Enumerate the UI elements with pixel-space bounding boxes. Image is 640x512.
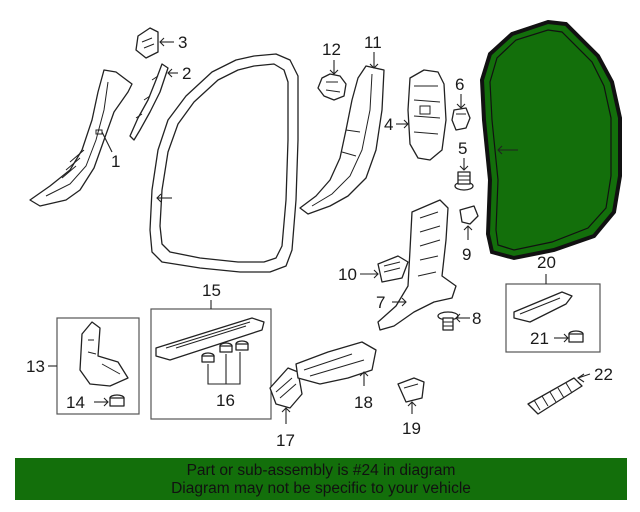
- part-13-group[interactable]: 13 14: [26, 317, 140, 415]
- part-11[interactable]: 11: [299, 33, 385, 215]
- part-8[interactable]: 8: [437, 309, 481, 331]
- part-12[interactable]: 12: [317, 40, 347, 101]
- callout-14: 14: [66, 393, 85, 412]
- callout-16: 16: [216, 391, 235, 410]
- callout-18: 18: [354, 393, 373, 412]
- callout-5: 5: [458, 139, 467, 158]
- callout-4: 4: [384, 115, 393, 134]
- callout-10: 10: [338, 265, 357, 284]
- callout-11: 11: [364, 33, 382, 52]
- callout-20: 20: [537, 253, 556, 272]
- part-24-highlighted[interactable]: [479, 19, 622, 261]
- part-7[interactable]: 7: [376, 199, 457, 331]
- banner-line-1: Part or sub-assembly is #24 in diagram: [186, 462, 456, 479]
- part-15-group[interactable]: 15 16: [150, 281, 272, 420]
- callout-6: 6: [455, 75, 464, 94]
- part-17[interactable]: 17: [269, 367, 303, 450]
- part-21[interactable]: 21: [530, 329, 584, 348]
- callout-17: 17: [276, 431, 295, 450]
- part-9[interactable]: 9: [459, 205, 479, 264]
- part-5[interactable]: 5: [454, 139, 474, 191]
- part-2[interactable]: 2: [129, 63, 191, 141]
- part-18[interactable]: 18: [295, 341, 377, 412]
- callout-3: 3: [178, 33, 187, 52]
- parts-diagram: 3 2 1 12 11: [26, 19, 622, 450]
- callout-13: 13: [26, 357, 45, 376]
- part-10[interactable]: 10: [338, 255, 409, 284]
- part-4[interactable]: 4: [384, 69, 447, 161]
- part-3[interactable]: 3: [135, 27, 187, 59]
- callout-8: 8: [472, 309, 481, 328]
- callout-15: 15: [202, 281, 221, 300]
- info-banner: Part or sub-assembly is #24 in diagram D…: [15, 458, 627, 500]
- part-16[interactable]: 16: [201, 340, 249, 410]
- part-1[interactable]: 1: [29, 69, 133, 207]
- callout-22: 22: [594, 365, 613, 384]
- part-19[interactable]: 19: [397, 377, 425, 438]
- callout-2: 2: [182, 64, 191, 83]
- part-20-group[interactable]: 20 21: [505, 253, 601, 353]
- callout-19: 19: [402, 419, 421, 438]
- part-6[interactable]: 6: [451, 75, 471, 131]
- banner-line-2: Diagram may not be specific to your vehi…: [171, 480, 471, 497]
- part-22[interactable]: 22: [527, 365, 613, 415]
- callout-9: 9: [462, 245, 471, 264]
- callout-7: 7: [376, 293, 385, 312]
- callout-12: 12: [322, 40, 341, 59]
- callout-1: 1: [111, 152, 120, 171]
- part-14[interactable]: 14: [66, 393, 125, 412]
- callout-21: 21: [530, 329, 549, 348]
- door-seal[interactable]: [149, 53, 299, 273]
